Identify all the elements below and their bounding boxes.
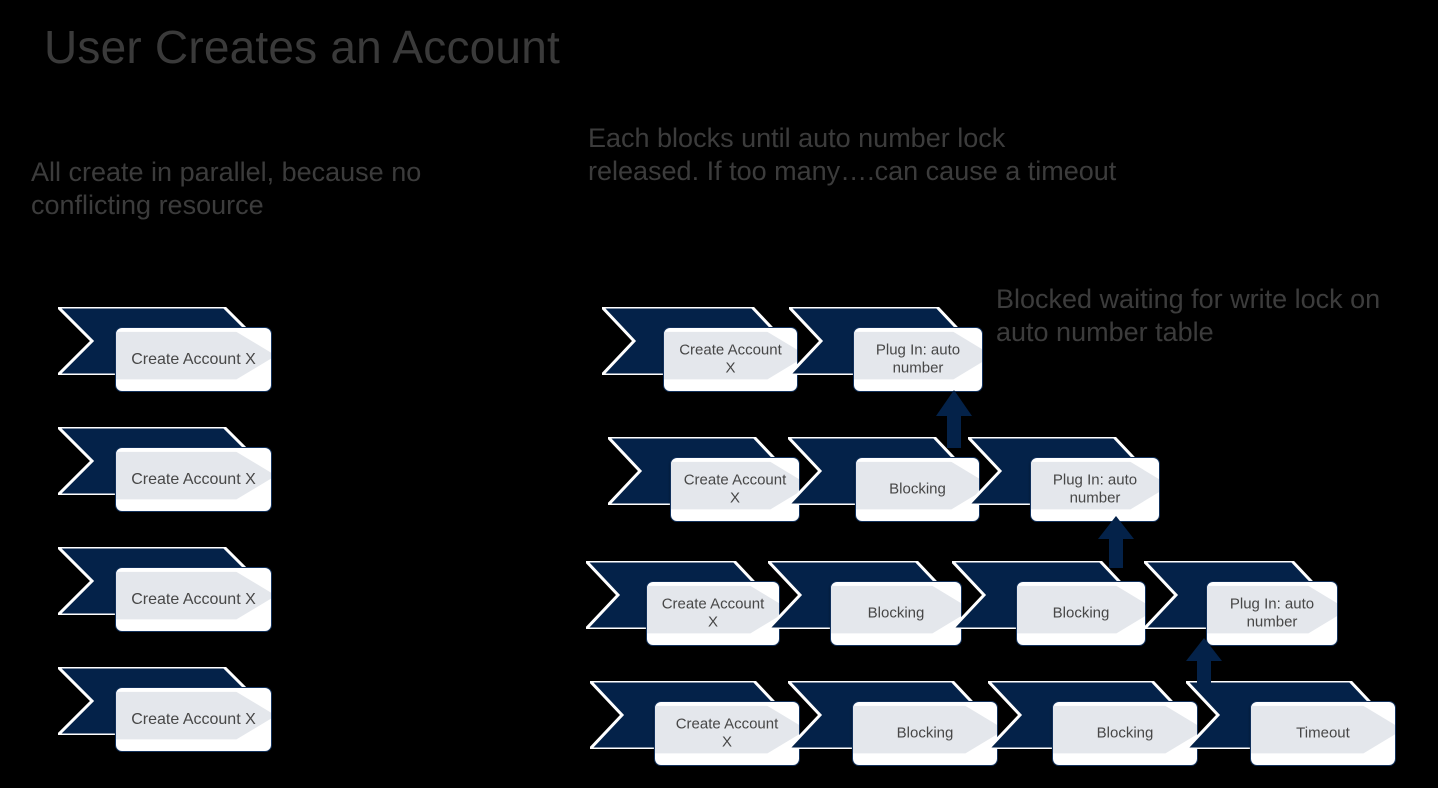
flow-step-label-text: Plug In: auto number — [1229, 594, 1315, 631]
flow-step-label-box[interactable]: Blocking — [1052, 701, 1198, 766]
inner-chevron-highlight-icon — [116, 448, 271, 511]
flow-step-label-box[interactable]: Plug In: auto number — [853, 327, 983, 392]
page-title: User Creates an Account — [44, 21, 560, 73]
inner-chevron-highlight-icon — [1207, 582, 1337, 645]
inner-chevron-highlight-icon — [1017, 582, 1145, 645]
flow-step[interactable]: Blocking — [788, 681, 998, 766]
flow-step-label-text: Timeout — [1296, 724, 1350, 742]
flow-step-label-box[interactable]: Blocking — [852, 701, 998, 766]
flow-step[interactable]: Blocking — [768, 561, 962, 646]
inner-chevron-highlight-icon — [1053, 702, 1197, 765]
flow-step[interactable]: Plug In: auto number — [789, 307, 983, 392]
inner-chevron-highlight-icon — [853, 702, 997, 765]
flow-step-label-text: Blocking — [1052, 604, 1110, 622]
flow-step-label-text: Plug In: auto number — [875, 340, 961, 377]
flow-step[interactable]: Plug In: auto number — [968, 437, 1160, 522]
inner-chevron-highlight-icon — [647, 582, 779, 645]
flow-step-label-box[interactable]: Create Account X — [654, 701, 800, 766]
note-blocked-waiting-for-write-lock: Blocked waiting for write lock on auto n… — [996, 284, 1381, 347]
flow-step[interactable]: Create Account X — [608, 437, 800, 522]
arrow-row2-to-row1-icon — [936, 390, 972, 448]
inner-chevron-highlight-icon — [854, 328, 982, 391]
note-each-blocks-until-lock-released: Each blocks until auto number lock relea… — [588, 123, 1117, 186]
flow-step[interactable]: Create Account X — [586, 561, 780, 646]
flow-step-label-box[interactable]: Create Account X — [663, 327, 798, 392]
flow-step[interactable]: Create Account X — [602, 307, 798, 392]
flow-step-label-box[interactable]: Create Account X — [115, 567, 272, 632]
flow-step-label-text: Plug In: auto number — [1052, 470, 1138, 507]
flow-step-label-box[interactable]: Create Account X — [646, 581, 780, 646]
flow-step-label-box[interactable]: Create Account X — [670, 457, 800, 522]
inner-chevron-highlight-icon — [655, 702, 799, 765]
flow-step[interactable]: Create Account X — [58, 307, 272, 392]
flow-step-label-box[interactable]: Create Account X — [115, 327, 272, 392]
inner-chevron-highlight-icon — [116, 328, 271, 391]
inner-chevron-highlight-icon — [831, 582, 961, 645]
flow-step-label-box[interactable]: Blocking — [1016, 581, 1146, 646]
arrow-row4-to-row3-icon — [1186, 638, 1222, 690]
flow-step-label-text: Create Account X — [131, 350, 256, 368]
flow-step-label-text: Create Account X — [679, 340, 782, 377]
flow-step-label-text: Blocking — [896, 724, 954, 742]
flow-step[interactable]: Blocking — [952, 561, 1146, 646]
arrow-row3-to-row2-icon — [1098, 516, 1134, 568]
flow-step-label-box[interactable]: Blocking — [855, 457, 980, 522]
inner-chevron-highlight-icon — [664, 328, 797, 391]
flow-step-label-text: Blocking — [1096, 724, 1154, 742]
flow-step-label-box[interactable]: Plug In: auto number — [1030, 457, 1160, 522]
flow-step-label-text: Create Account X — [683, 470, 787, 507]
flow-step-label-box[interactable]: Blocking — [830, 581, 962, 646]
inner-chevron-highlight-icon — [856, 458, 979, 521]
flow-step-label-text: Create Account X — [131, 590, 256, 608]
flow-step-label-box[interactable]: Create Account X — [115, 687, 272, 752]
flow-step[interactable]: Create Account X — [58, 667, 272, 752]
flow-step-label-text: Create Account X — [131, 710, 256, 728]
flow-step-label-box[interactable]: Plug In: auto number — [1206, 581, 1338, 646]
flow-step[interactable]: Create Account X — [58, 547, 272, 632]
flow-step-label-text: Blocking — [889, 480, 946, 498]
inner-chevron-highlight-icon — [116, 688, 271, 751]
inner-chevron-highlight-icon — [671, 458, 799, 521]
flow-step-label-text: Create Account X — [131, 470, 256, 488]
flow-step[interactable]: Blocking — [988, 681, 1198, 766]
inner-chevron-highlight-icon — [1031, 458, 1159, 521]
flow-step[interactable]: Create Account X — [58, 427, 272, 512]
flow-step-label-text: Create Account X — [675, 714, 779, 751]
flow-step[interactable]: Timeout — [1186, 681, 1396, 766]
inner-chevron-highlight-icon — [1251, 702, 1395, 765]
flow-step-label-box[interactable]: Create Account X — [115, 447, 272, 512]
flow-step-label-box[interactable]: Timeout — [1250, 701, 1396, 766]
note-all-create-in-parallel: All create in parallel, because no confl… — [31, 157, 422, 220]
flow-step-label-text: Blocking — [867, 604, 925, 622]
flow-step[interactable]: Create Account X — [590, 681, 800, 766]
flow-step-label-text: Create Account X — [661, 594, 765, 631]
flow-step[interactable]: Blocking — [788, 437, 980, 522]
inner-chevron-highlight-icon — [116, 568, 271, 631]
flow-step[interactable]: Plug In: auto number — [1144, 561, 1338, 646]
